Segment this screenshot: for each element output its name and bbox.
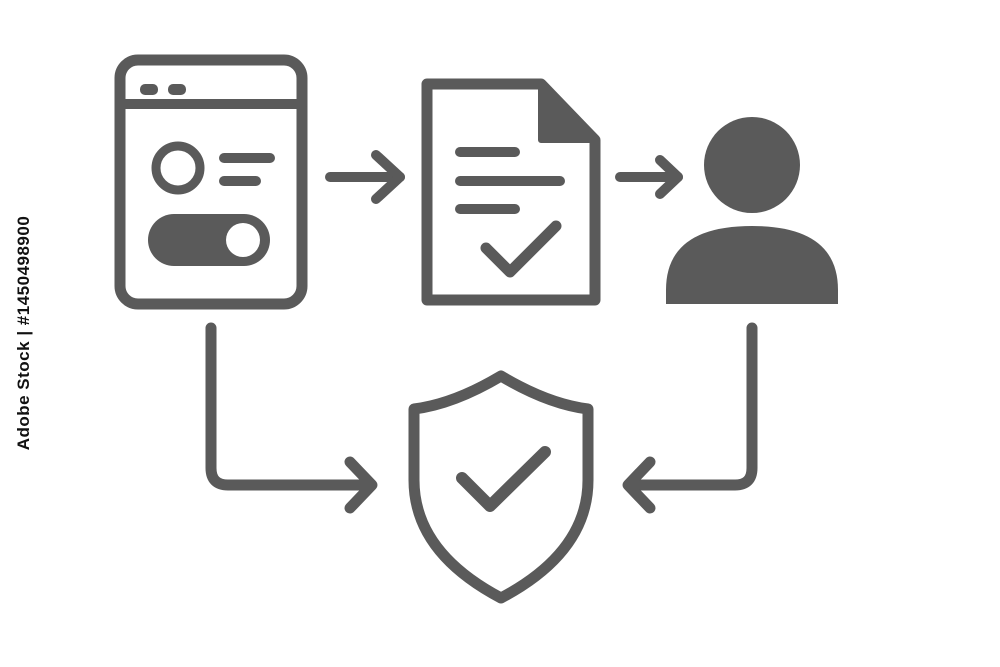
security-shield-check-icon	[408, 370, 594, 604]
web-form-icon	[114, 54, 308, 310]
arrow-form-to-shield	[205, 322, 378, 514]
user-icon	[666, 117, 838, 304]
stock-image-id: Adobe Stock | #1450498900	[14, 215, 33, 451]
approved-document-icon	[421, 78, 601, 306]
arrow-user-to-shield	[622, 322, 758, 514]
arrow-form-to-document	[325, 150, 405, 204]
arrow-document-to-user	[615, 155, 683, 199]
